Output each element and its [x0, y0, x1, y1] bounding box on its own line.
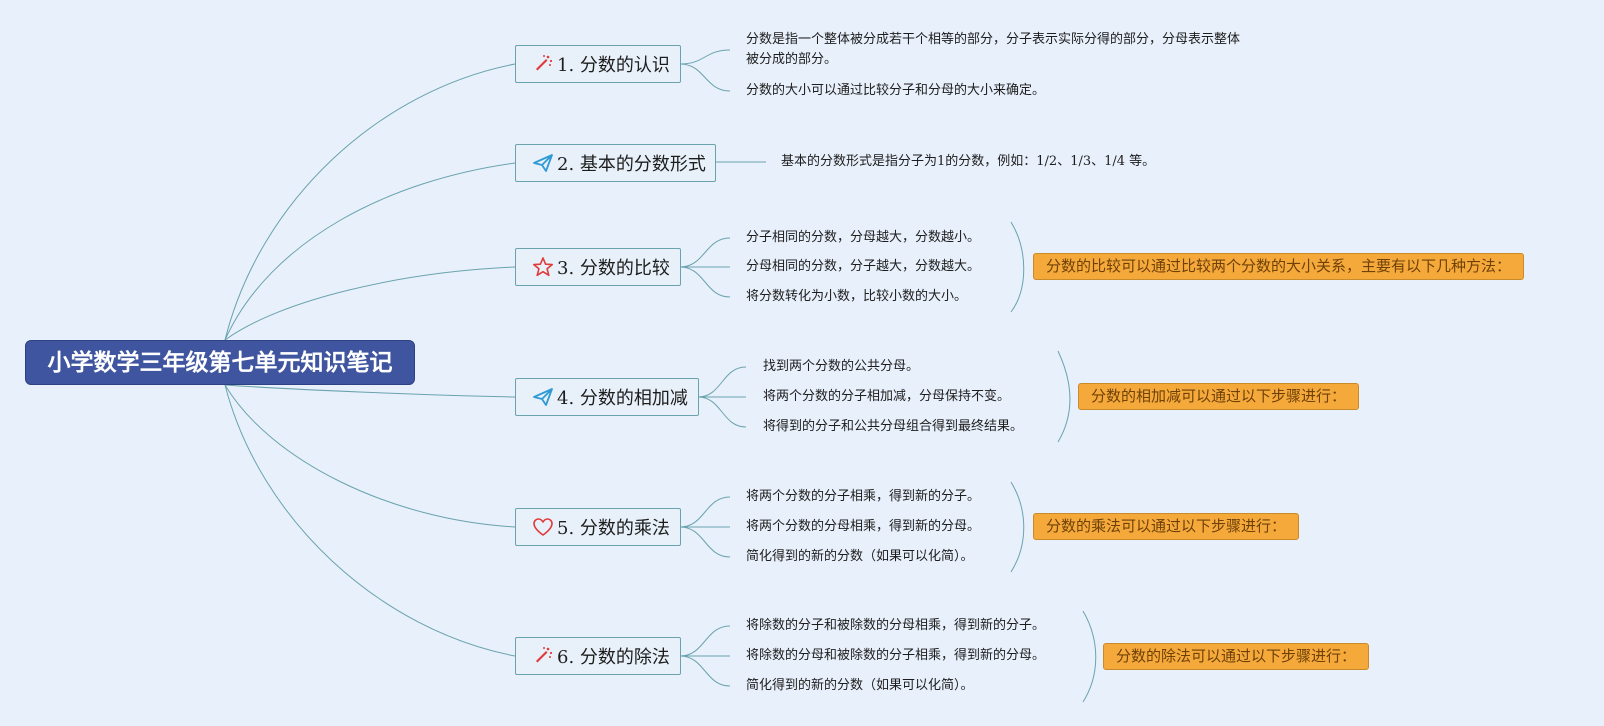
connector-root-topic-1 — [224, 63, 516, 341]
summary-bracket-3 — [1010, 221, 1025, 313]
connector-topic-4-leaf-3 — [697, 396, 747, 428]
star-icon — [532, 256, 554, 278]
connector-topic-4-leaf-1 — [697, 366, 747, 398]
root-topic[interactable]: 小学数学三年级第七单元知识笔记 — [25, 340, 415, 385]
topic-4[interactable]: 4. 分数的相加减 — [515, 378, 699, 416]
topic-2[interactable]: 2. 基本的分数形式 — [515, 144, 716, 182]
connector-root-topic-5 — [224, 384, 516, 528]
topic-6-leaf-3: 简化得到的新的分数（如果可以化简）。 — [746, 678, 974, 693]
connector-root-topic-4 — [224, 384, 516, 398]
topic-2-leaf-1: 基本的分数形式是指分子为1的分数，例如：1/2、1/3、1/4 等。 — [781, 154, 1156, 169]
connector-root-topic-6 — [224, 384, 516, 657]
summary-5[interactable]: 分数的乘法可以通过以下步骤进行： — [1033, 513, 1300, 540]
topic-1-leaf-1: 分数是指一个整体被分成若干个相等的部分，分子表示实际分得的部分，分母表示整体被分… — [746, 32, 1241, 67]
topic-3-leaf-2: 分母相同的分数，分子越大，分数越大。 — [746, 259, 981, 274]
sparkle-icon — [532, 53, 554, 75]
topic-6[interactable]: 6. 分数的除法 — [515, 637, 681, 675]
topic-4-leaf-2: 将两个分数的分子相加减，分母保持不变。 — [763, 389, 1011, 404]
summary-3[interactable]: 分数的比较可以通过比较两个分数的大小关系，主要有以下几种方法： — [1033, 253, 1525, 280]
connector-topic-1-leaf-1 — [679, 49, 731, 65]
topic-4-label: 4. 分数的相加减 — [557, 388, 688, 409]
connector-topic-6-leaf-3 — [679, 655, 731, 687]
topic-5[interactable]: 5. 分数的乘法 — [515, 508, 681, 546]
topic-1-leaf-2: 分数的大小可以通过比较分子和分母的大小来确定。 — [746, 83, 1046, 98]
paper-plane-icon — [532, 386, 554, 408]
topic-5-leaf-2: 将两个分数的分母相乘，得到新的分母。 — [746, 519, 981, 534]
heart-icon — [532, 516, 554, 538]
topic-3[interactable]: 3. 分数的比较 — [515, 248, 681, 286]
topic-5-leaf-3: 简化得到的新的分数（如果可以化简）。 — [746, 549, 974, 564]
sparkle-icon — [532, 645, 554, 667]
topic-5-leaf-1: 将两个分数的分子相乘，得到新的分子。 — [746, 489, 981, 504]
connector-topic-3-leaf-1 — [679, 237, 731, 268]
topic-6-leaf-1: 将除数的分子和被除数的分母相乘，得到新的分子。 — [746, 618, 1046, 633]
topic-4-leaf-3: 将得到的分子和公共分母组合得到最终结果。 — [763, 419, 1024, 434]
connector-topic-5-leaf-1 — [679, 496, 731, 528]
topic-2-label: 2. 基本的分数形式 — [557, 154, 706, 175]
topic-3-leaf-3: 将分数转化为小数，比较小数的大小。 — [746, 289, 968, 304]
connector-topic-1-leaf-2 — [679, 63, 731, 92]
summary-bracket-4 — [1057, 350, 1071, 443]
connector-topic-5-leaf-3 — [679, 526, 731, 558]
summary-bracket-5 — [1010, 481, 1025, 573]
connector-root-topic-2 — [224, 162, 516, 341]
topic-3-label: 3. 分数的比较 — [557, 258, 670, 279]
paper-plane-icon — [532, 152, 554, 174]
topic-5-label: 5. 分数的乘法 — [557, 518, 670, 539]
summary-6[interactable]: 分数的除法可以通过以下步骤进行： — [1103, 643, 1370, 670]
topic-6-label: 6. 分数的除法 — [557, 647, 670, 668]
topic-1[interactable]: 1. 分数的认识 — [515, 45, 681, 83]
connector-topic-3-leaf-3 — [679, 266, 731, 298]
topic-3-leaf-1: 分子相同的分数，分母越大，分数越小。 — [746, 230, 981, 245]
connector-topic-6-leaf-1 — [679, 625, 731, 657]
connector-root-topic-3 — [224, 266, 516, 341]
summary-bracket-6 — [1082, 610, 1097, 703]
topic-1-label: 1. 分数的认识 — [557, 55, 670, 76]
summary-4[interactable]: 分数的相加减可以通过以下步骤进行： — [1078, 383, 1360, 410]
topic-4-leaf-1: 找到两个分数的公共分母。 — [763, 359, 920, 374]
topic-6-leaf-2: 将除数的分母和被除数的分子相乘，得到新的分母。 — [746, 648, 1046, 663]
